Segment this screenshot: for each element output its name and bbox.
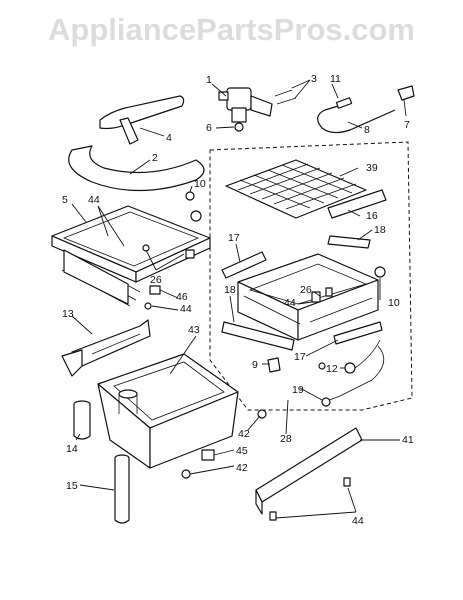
part-label-3: 3 — [311, 73, 317, 85]
part-label-7: 7 — [404, 119, 410, 131]
part-label-42-lower: 42 — [236, 462, 248, 474]
part-label-26-right: 26 — [300, 284, 312, 296]
part-label-44-middle: 44 — [284, 297, 296, 309]
fitting-part — [397, 85, 415, 101]
part-label-9: 9 — [252, 359, 258, 371]
strip-part — [327, 189, 387, 219]
grid-heater-part — [225, 159, 367, 219]
part-label-11: 11 — [330, 73, 341, 85]
bail-arm-part — [99, 95, 185, 130]
part-label-45: 45 — [236, 445, 248, 457]
part-label-10-lower: 10 — [388, 297, 400, 309]
part-label-4: 4 — [166, 132, 172, 144]
part-label-5: 5 — [62, 194, 68, 206]
screw-part — [269, 511, 277, 521]
screw-part — [343, 477, 351, 487]
assembly-boundary — [209, 141, 413, 411]
screw-part — [274, 89, 297, 105]
part-label-2: 2 — [152, 152, 158, 164]
ice-mold-assembly-part — [237, 253, 379, 341]
part-label-16: 16 — [366, 210, 378, 222]
part-label-26-left: 26 — [150, 274, 162, 286]
clip-part — [267, 357, 281, 373]
auger-pin-part — [73, 400, 91, 440]
part-label-17-upper: 17 — [228, 232, 240, 244]
part-label-44-upper: 44 — [88, 194, 100, 206]
part-label-44-left: 44 — [180, 303, 192, 315]
bracket-part — [327, 235, 371, 249]
part-label-28: 28 — [280, 433, 292, 445]
watermark-text: AppliancePartsPros.com — [48, 12, 415, 47]
shutoff-arm-part — [68, 145, 205, 192]
part-label-44-lower: 44 — [352, 515, 364, 527]
part-label-46: 46 — [176, 291, 188, 303]
part-label-41: 41 — [402, 434, 414, 446]
part-label-39: 39 — [366, 162, 378, 174]
part-label-6: 6 — [206, 122, 212, 134]
rod-part — [114, 454, 130, 524]
front-cover-part — [61, 319, 151, 377]
panel-part — [255, 427, 363, 515]
part-label-15: 15 — [66, 480, 78, 492]
part-label-14: 14 — [66, 443, 78, 455]
ice-maker-frame-part — [51, 205, 211, 307]
water-tube-part — [317, 103, 396, 134]
part-label-19: 19 — [292, 384, 304, 396]
part-label-12: 12 — [326, 363, 338, 375]
ice-bin-part — [97, 353, 239, 469]
part-label-1: 1 — [206, 74, 212, 86]
part-label-10-upper: 10 — [194, 178, 206, 190]
part-label-42-upper: 42 — [238, 428, 250, 440]
screw-part — [181, 469, 191, 479]
water-valve-part — [218, 87, 273, 132]
leader-lines — [71, 79, 407, 519]
part-label-43: 43 — [188, 324, 200, 336]
bracket-part — [221, 321, 295, 351]
bracket-part — [221, 251, 267, 279]
part-label-8: 8 — [364, 124, 370, 136]
foot-part — [201, 449, 215, 461]
part-label-18-upper: 18 — [374, 224, 386, 236]
bracket-part — [333, 321, 383, 345]
part-label-13: 13 — [62, 308, 74, 320]
part-label-18-lower: 18 — [224, 284, 236, 296]
part-label-17-lower: 17 — [294, 351, 306, 363]
grommet-part — [185, 191, 195, 201]
